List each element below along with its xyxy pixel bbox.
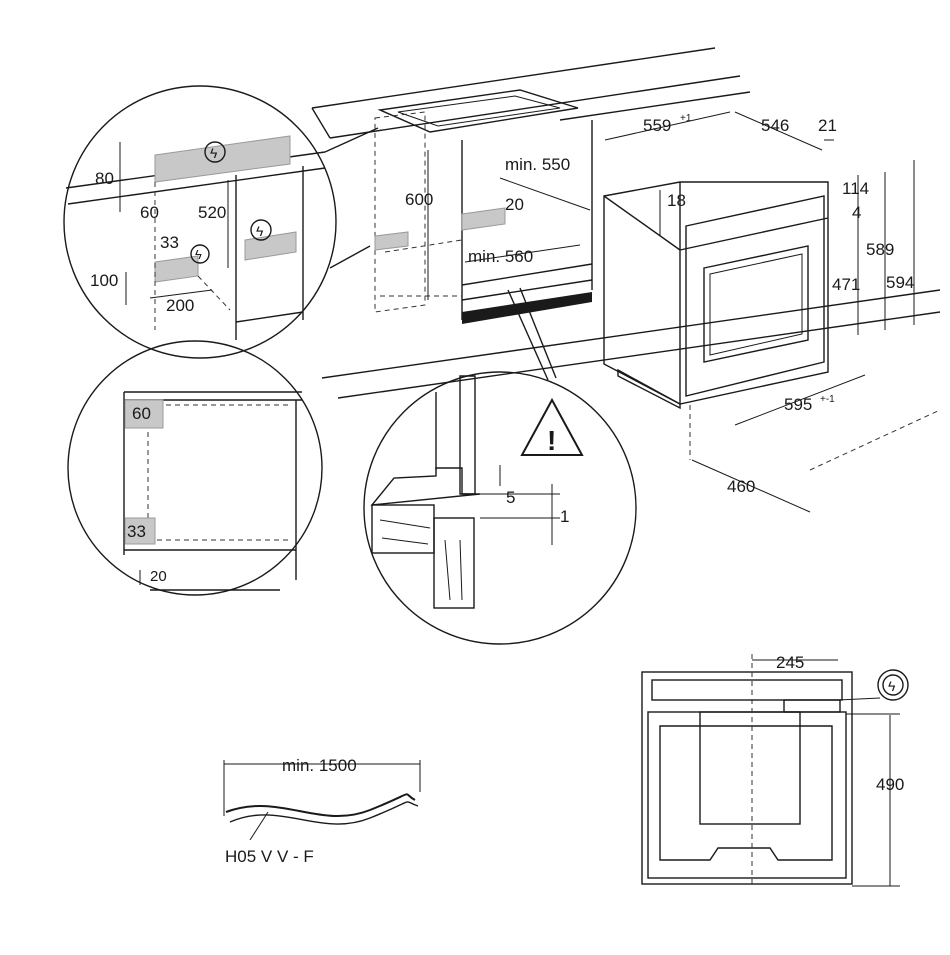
oven-h471-label: 471 bbox=[832, 275, 860, 294]
detail-socket-200-label: 200 bbox=[166, 296, 194, 315]
svg-text:ϟ: ϟ bbox=[195, 247, 202, 262]
cable-drawing bbox=[223, 760, 421, 841]
oven-h4-label: 4 bbox=[852, 203, 861, 222]
oven-width-front-label: 595 bbox=[784, 395, 812, 414]
svg-text:ϟ: ϟ bbox=[256, 223, 264, 239]
svg-text:ϟ: ϟ bbox=[210, 145, 218, 161]
rear-height-label: 490 bbox=[876, 775, 904, 794]
shelf-gap-label: 20 bbox=[505, 195, 524, 214]
detail-front-33-label: 33 bbox=[127, 522, 146, 541]
detail-gap-5-label: 5 bbox=[506, 488, 515, 507]
cabinet-height-label: 600 bbox=[405, 190, 433, 209]
svg-text:ϟ: ϟ bbox=[888, 678, 896, 694]
oven-width-front-tolerance: +-1 bbox=[820, 394, 835, 405]
detail-socket-100-label: 100 bbox=[90, 271, 118, 290]
detail-gap-1-label: 1 bbox=[560, 507, 569, 526]
detail-front-60-label: 60 bbox=[132, 404, 151, 423]
oven-front-label: 21 bbox=[818, 116, 837, 135]
oven-h589-label: 589 bbox=[866, 240, 894, 259]
cable-length-label: min. 1500 bbox=[282, 756, 357, 775]
rear-view bbox=[641, 654, 900, 887]
detail-socket-33-label: 33 bbox=[160, 233, 179, 252]
oven-body bbox=[603, 181, 829, 410]
detail-front-20-label: 20 bbox=[150, 568, 167, 585]
lightning-icon: ϟ bbox=[877, 669, 909, 701]
oven-depth-bottom-label: 460 bbox=[727, 477, 755, 496]
detail-socket-60-label: 60 bbox=[140, 203, 159, 222]
lightning-icon: ϟ bbox=[250, 219, 272, 241]
cable-type-label: H05 V V - F bbox=[225, 847, 314, 866]
detail-gap-circle bbox=[363, 287, 637, 645]
detail-socket-80-label: 80 bbox=[95, 169, 114, 188]
detail-socket-520-label: 520 bbox=[198, 203, 226, 222]
lightning-icon: ϟ bbox=[204, 141, 226, 163]
cabinet bbox=[374, 111, 593, 324]
lightning-icon: ϟ bbox=[190, 244, 210, 264]
warning-triangle-icon: ! bbox=[520, 397, 584, 456]
detail-socket-circle bbox=[63, 85, 379, 359]
oven-top-offset-label: 18 bbox=[667, 191, 686, 210]
oven-width-top-tolerance: +1 bbox=[680, 113, 692, 124]
oven-h594-label: 594 bbox=[886, 273, 914, 292]
cabinet-width-label: min. 550 bbox=[505, 155, 570, 174]
oven-depth-label: 546 bbox=[761, 116, 789, 135]
oven-h114-label: 114 bbox=[842, 179, 869, 198]
oven-width-top-label: 559 bbox=[643, 116, 671, 135]
cabinet-depth-label: min. 560 bbox=[468, 247, 533, 266]
countertop bbox=[311, 47, 941, 399]
oven-dimensions bbox=[604, 111, 941, 513]
rear-width-label: 245 bbox=[776, 653, 804, 672]
svg-text:!: ! bbox=[547, 425, 556, 456]
detail-front-circle bbox=[67, 340, 323, 596]
